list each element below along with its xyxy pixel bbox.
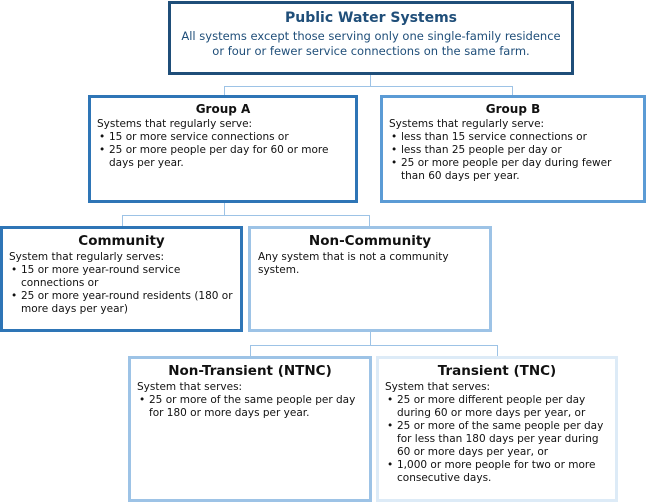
- group-a-title: Group A: [195, 102, 251, 116]
- list-item: 25 or more people per day for 60 or more…: [97, 144, 349, 170]
- non-community-lead: Any system that is not a community syste…: [258, 251, 449, 276]
- list-item: 25 or more of the same people per day fo…: [385, 420, 609, 459]
- connector-to-group-a: [224, 86, 225, 95]
- list-item: 25 or more different people per day duri…: [385, 394, 609, 420]
- non-transient-lead: System that serves:: [137, 381, 243, 393]
- list-item: 25 or more of the same people per day fo…: [137, 394, 363, 420]
- group-a-criteria-list: 15 or more service connections or 25 or …: [97, 131, 349, 170]
- connector-to-tnc: [497, 345, 498, 356]
- transient-criteria-list: 25 or more different people per day duri…: [385, 394, 609, 485]
- list-item: less than 15 service connections or: [389, 131, 637, 144]
- group-b-title: Group B: [485, 102, 541, 116]
- list-item: 25 or more year-round residents (180 or …: [9, 290, 234, 316]
- community-lead: System that regularly serves:: [9, 251, 165, 263]
- connector-to-community: [122, 215, 123, 226]
- connector-root-branch: [224, 86, 513, 87]
- connector-group-a-branch: [122, 215, 370, 216]
- public-water-systems-description-line1: All systems except those serving only on…: [181, 29, 561, 43]
- list-item: 15 or more service connections or: [97, 131, 349, 144]
- connector-non-community-branch: [250, 345, 498, 346]
- list-item: less than 25 people per day or: [389, 144, 637, 157]
- connector-to-ntnc: [250, 345, 251, 356]
- connector-root-down: [370, 75, 371, 86]
- connector-group-a-down: [224, 203, 225, 215]
- public-water-systems-description: All systems except those serving only on…: [179, 29, 563, 59]
- transient-title: Transient (TNC): [437, 363, 557, 379]
- transient-lead: System that serves:: [385, 381, 491, 393]
- non-transient-box: Non-Transient (NTNC) System that serves:…: [128, 356, 372, 502]
- non-transient-title: Non-Transient (NTNC): [168, 363, 332, 379]
- list-item: 1,000 or more people for two or more con…: [385, 459, 609, 485]
- non-community-title: Non-Community: [308, 233, 432, 249]
- community-title: Community: [78, 233, 165, 249]
- group-b-criteria-list: less than 15 service connections or less…: [389, 131, 637, 183]
- connector-non-community-down: [370, 332, 371, 345]
- public-water-systems-box: Public Water Systems All systems except …: [168, 1, 574, 75]
- transient-box: Transient (TNC) System that serves: 25 o…: [376, 356, 618, 502]
- connector-to-non-community: [369, 215, 370, 226]
- non-community-box: Non-Community Any system that is not a c…: [248, 226, 492, 332]
- list-item: 15 or more year-round service connection…: [9, 264, 234, 290]
- list-item: 25 or more people per day during fewer t…: [389, 157, 637, 183]
- public-water-systems-description-line2: or four or fewer service connections on …: [212, 44, 530, 58]
- group-b-box: Group B Systems that regularly serve: le…: [380, 95, 646, 203]
- community-box: Community System that regularly serves: …: [0, 226, 243, 332]
- group-a-lead: Systems that regularly serve:: [97, 118, 253, 130]
- connector-to-group-b: [512, 86, 513, 95]
- community-criteria-list: 15 or more year-round service connection…: [9, 264, 234, 316]
- group-a-box: Group A Systems that regularly serve: 15…: [88, 95, 358, 203]
- non-transient-criteria-list: 25 or more of the same people per day fo…: [137, 394, 363, 420]
- group-b-lead: Systems that regularly serve:: [389, 118, 545, 130]
- public-water-systems-title: Public Water Systems: [284, 10, 458, 26]
